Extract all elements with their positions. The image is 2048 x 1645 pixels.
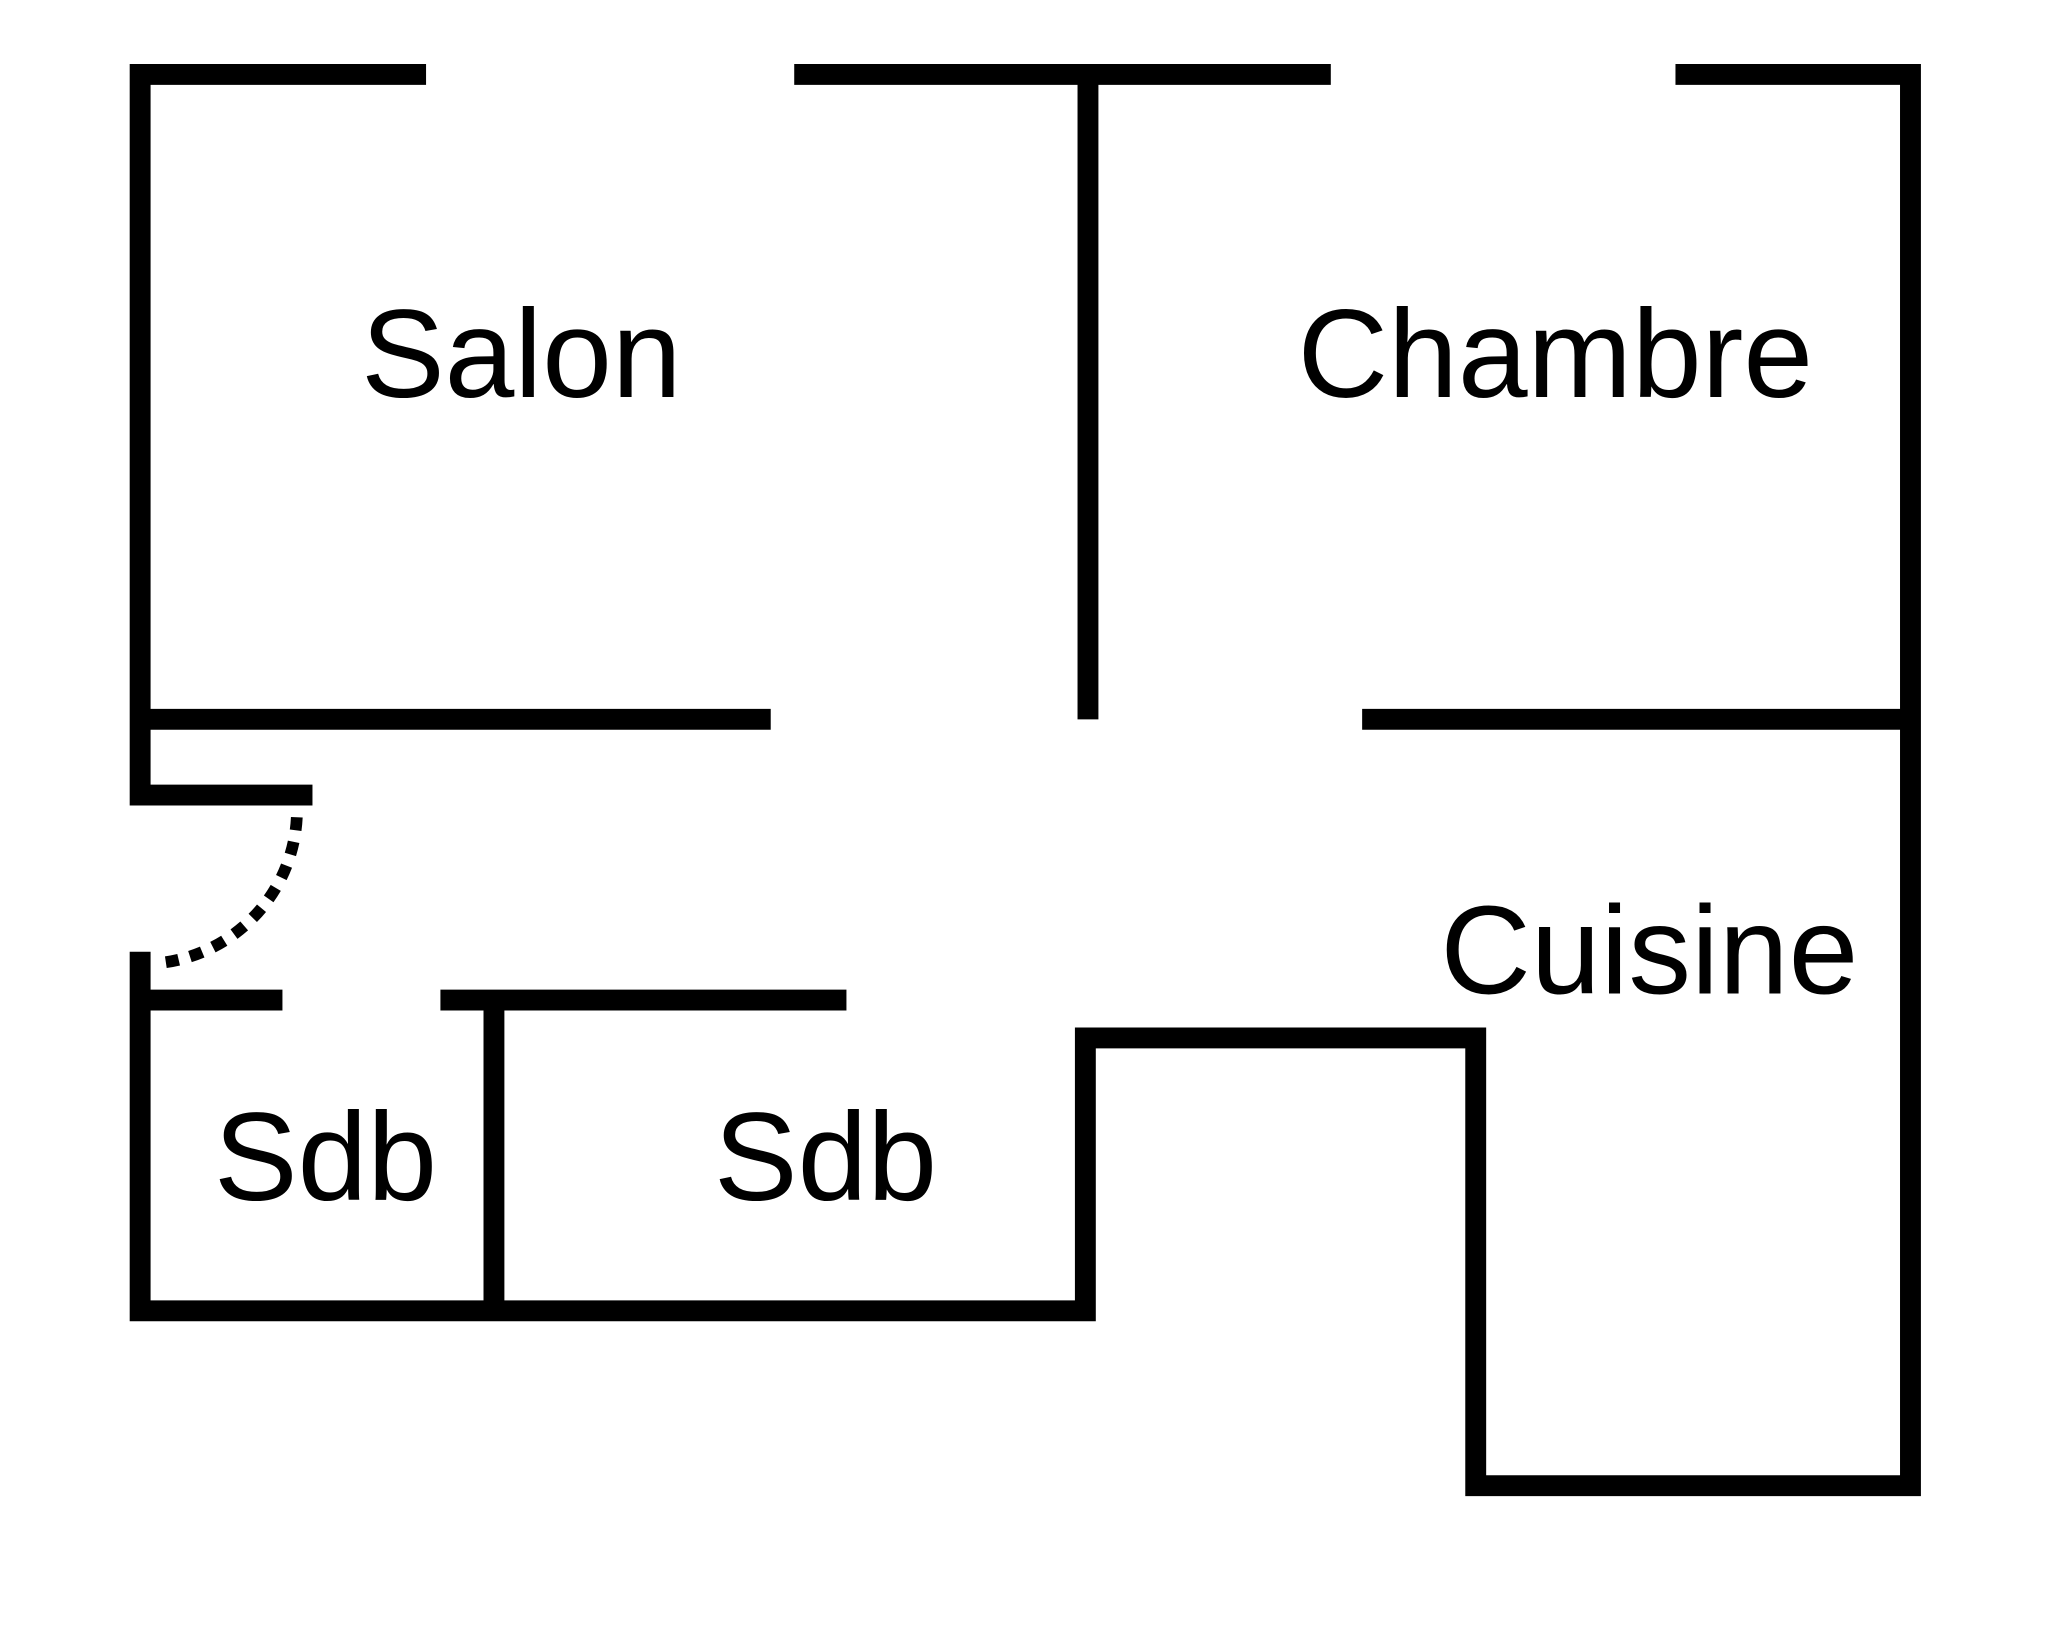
room-label-cuisine: Cuisine <box>1440 881 1858 1021</box>
room-label-sdb-2: Sdb <box>714 1087 937 1227</box>
room-label-chambre: Chambre <box>1298 284 1813 424</box>
entrance-door-swing <box>154 816 303 970</box>
wall-salon-outer <box>129 63 427 806</box>
room-label-sdb-1: Sdb <box>214 1087 437 1227</box>
wall-outer-right <box>129 63 1921 1497</box>
room-label-salon: Salon <box>361 284 682 424</box>
